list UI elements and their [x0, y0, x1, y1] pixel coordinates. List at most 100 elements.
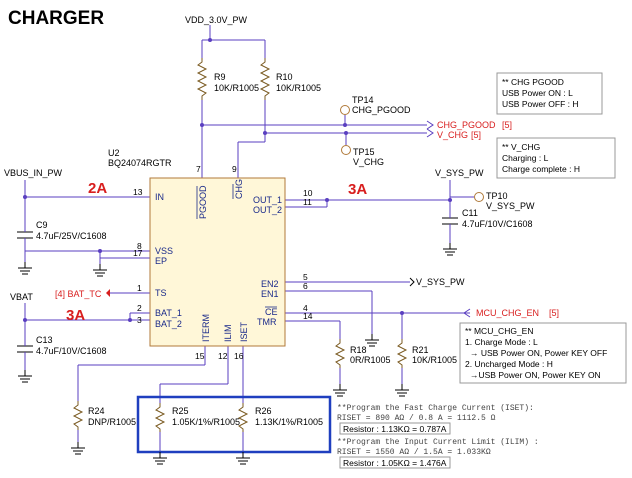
pin-name-iterm: ITERM — [201, 314, 211, 342]
svg-text:1.13K/1%/R1005: 1.13K/1%/R1005 — [255, 417, 323, 427]
pin-name-out1: OUT_1 — [253, 195, 282, 205]
svg-text:C13: C13 — [36, 335, 53, 345]
junctions — [23, 38, 452, 322]
testpoint-tp14: TP14 CHG_PGOOD — [340, 95, 411, 115]
svg-text:Charge complete : H: Charge complete : H — [502, 164, 580, 174]
svg-text:**Program the Input Current Li: **Program the Input Current Limit (ILIM)… — [337, 438, 539, 447]
net-mcu-chg-en: MCU_CHG_EN — [476, 308, 539, 318]
chip-u2: U2 BQ24074RGTR 13 IN 8 VSS 17 EP 1 TS 2 … — [108, 148, 313, 361]
pin-num-11: 11 — [303, 197, 312, 207]
svg-text:R9: R9 — [214, 72, 226, 82]
svg-text:TP15: TP15 — [353, 147, 375, 157]
testpoint-tp15: TP15 V_CHG — [341, 145, 384, 167]
pin-num-9: 9 — [232, 164, 237, 174]
pin-num-13: 13 — [133, 187, 143, 197]
current-in: 2A — [88, 180, 107, 197]
pin-num-8: 8 — [137, 241, 142, 251]
svg-text:**Program the Fast Charge Curr: **Program the Fast Charge Current (ISET)… — [337, 404, 534, 413]
pin-name-in: IN — [155, 192, 164, 202]
pin-name-pgood: PGOOD — [198, 185, 208, 219]
wires — [24, 25, 474, 452]
pin-num-10: 10 — [303, 188, 313, 198]
svg-text:R26: R26 — [255, 406, 272, 416]
pin-name-en1: EN1 — [261, 289, 279, 299]
svg-text:10K/R1005: 10K/R1005 — [276, 83, 321, 93]
current-out: 3A — [348, 181, 367, 198]
svg-text:2. Uncharged Mode : H: 2. Uncharged Mode : H — [465, 359, 553, 369]
bat-tc-arrow — [106, 289, 110, 297]
svg-text:C9: C9 — [36, 220, 48, 230]
capacitor-c9: C9 4.7uF/25V/C1608 — [17, 220, 107, 244]
note-ilim: **Program the Input Current Limit (ILIM)… — [337, 438, 539, 469]
svg-text:Charging : L: Charging : L — [502, 153, 549, 163]
svg-text:RISET = 1550 AΩ / 1.5A = 1.033: RISET = 1550 AΩ / 1.5A = 1.033KΩ — [337, 448, 491, 457]
svg-text:1. Charge Mode : L: 1. Charge Mode : L — [465, 337, 538, 347]
note-mcu: ** MCU_CHG_EN 1. Charge Mode : L → USB P… — [459, 322, 627, 384]
pin-num-15: 15 — [195, 351, 205, 361]
svg-text:4.7uF/10V/C1608: 4.7uF/10V/C1608 — [462, 219, 533, 229]
pin-num-14: 14 — [303, 311, 313, 321]
svg-text:R10: R10 — [276, 72, 293, 82]
resistor-r24: R24 DNP/R1005 — [72, 401, 136, 430]
page-title: CHARGER — [8, 8, 104, 29]
net-mcu-chg-en-ref: [5] — [549, 308, 559, 318]
svg-text:USB Power ON : L: USB Power ON : L — [502, 88, 573, 98]
pin-name-iset: ISET — [239, 321, 249, 342]
pin-num-16: 16 — [234, 351, 244, 361]
net-vbat: VBAT — [10, 292, 33, 302]
pin-name-out2: OUT_2 — [253, 205, 282, 215]
svg-text:10K/R1005: 10K/R1005 — [214, 83, 259, 93]
pin-name-bat1: BAT_1 — [155, 308, 182, 318]
chip-part: BQ24074RGTR — [108, 158, 172, 168]
svg-text:** V_CHG: ** V_CHG — [502, 142, 540, 152]
svg-text:R21: R21 — [412, 345, 429, 355]
pin-name-ep: EP — [155, 256, 167, 266]
resistor-r18: R18 0R/R1005 — [334, 339, 391, 368]
note-vchg: ** V_CHG Charging : L Charge complete : … — [496, 137, 616, 179]
net-vsys-en: V_SYS_PW — [416, 277, 465, 287]
svg-text:4.7uF/10V/C1608: 4.7uF/10V/C1608 — [36, 346, 107, 356]
net-bat-tc: [4] BAT_TC — [55, 289, 102, 299]
resistor-r26: R26 1.13K/1%/R1005 — [237, 403, 323, 432]
pin-num-7: 7 — [196, 164, 201, 174]
svg-text:** CHG PGOOD: ** CHG PGOOD — [502, 77, 564, 87]
pin-num-2: 2 — [137, 303, 142, 313]
note-iset: **Program the Fast Charge Current (ISET)… — [337, 404, 534, 435]
resistor-r10: R10 10K/R1005 — [259, 58, 321, 100]
net-labels: VDD_3.0V_PW VBUS_IN_PW VBAT V_SYS_PW [4]… — [4, 15, 559, 318]
resistor-r25: R25 1.05K/1%/R1005 — [154, 403, 240, 432]
net-v-chg: V_CHG — [437, 130, 468, 140]
svg-text:→USB Power ON, Power KEY ON: →USB Power ON, Power KEY ON — [470, 370, 601, 380]
current-bat: 3A — [66, 307, 85, 324]
net-v-chg-ref: [5] — [471, 130, 481, 140]
svg-text:** MCU_CHG_EN: ** MCU_CHG_EN — [465, 326, 534, 336]
net-vsys: V_SYS_PW — [435, 168, 484, 178]
pin-name-bat2: BAT_2 — [155, 319, 182, 329]
net-vdd: VDD_3.0V_PW — [185, 15, 248, 25]
pin-name-tmr: TMR — [257, 317, 277, 327]
svg-text:V_SYS_PW: V_SYS_PW — [486, 201, 535, 211]
svg-text:R25: R25 — [172, 406, 189, 416]
pin-num-5: 5 — [303, 272, 308, 282]
chip-ref: U2 — [108, 148, 120, 158]
pin-name-vss: VSS — [155, 246, 173, 256]
svg-text:4.7uF/25V/C1608: 4.7uF/25V/C1608 — [36, 231, 107, 241]
svg-text:1.05K/1%/R1005: 1.05K/1%/R1005 — [172, 417, 240, 427]
pin-num-12: 12 — [218, 351, 228, 361]
svg-text:DNP/R1005: DNP/R1005 — [88, 417, 136, 427]
net-chg-pgood: CHG_PGOOD — [437, 120, 496, 130]
svg-text:Resistor : 1.13KΩ = 0.787A: Resistor : 1.13KΩ = 0.787A — [343, 424, 447, 434]
capacitor-c13: C13 4.7uF/10V/C1608 — [17, 335, 107, 357]
capacitor-c11: C11 4.7uF/10V/C1608 — [442, 208, 533, 229]
net-vbus: VBUS_IN_PW — [4, 168, 63, 178]
svg-text:CHG_PGOOD: CHG_PGOOD — [352, 105, 411, 115]
svg-text:10K/R1005: 10K/R1005 — [412, 355, 457, 365]
svg-text:RISET = 890 AΩ / 0.8 A = 1112.: RISET = 890 AΩ / 0.8 A = 1112.5 Ω — [337, 414, 496, 423]
svg-text:R18: R18 — [350, 345, 367, 355]
pin-name-en2: EN2 — [261, 279, 279, 289]
pin-name-ts: TS — [155, 288, 167, 298]
highlight-box — [136, 395, 332, 454]
svg-text:TP14: TP14 — [352, 95, 374, 105]
pin-num-3: 3 — [137, 315, 142, 325]
